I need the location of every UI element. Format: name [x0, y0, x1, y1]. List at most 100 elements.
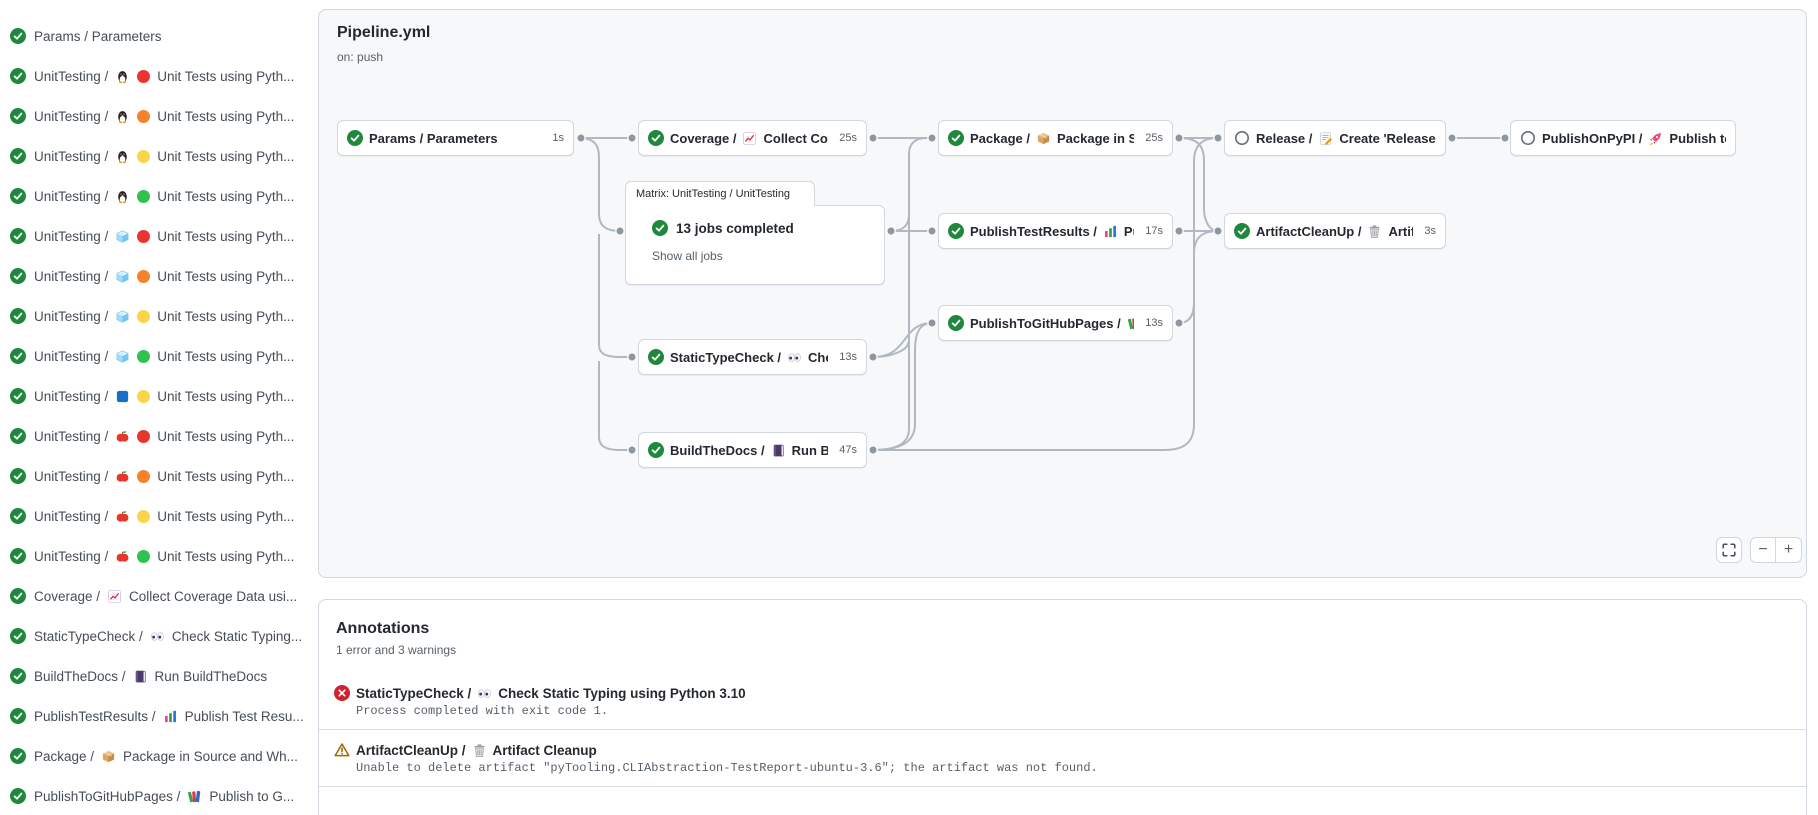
node-label: Package /Package in So... — [970, 131, 1134, 146]
sidebar-job-item[interactable]: UnitTesting /Unit Tests using Pyth... — [0, 136, 318, 176]
zoom-out-button[interactable]: − — [1750, 537, 1776, 563]
fullscreen-button[interactable] — [1716, 537, 1742, 563]
job-label: PublishToGitHubPages /Publish to G... — [34, 789, 294, 804]
label-text: Params / Parameters — [34, 28, 162, 44]
graph-node-publish-on-pypi[interactable]: PublishOnPyPI /Publish to ... — [1510, 120, 1736, 156]
label-text: PublishTestResults / — [970, 223, 1097, 239]
sidebar-job-item[interactable]: UnitTesting /Unit Tests using Pyth... — [0, 296, 318, 336]
sidebar-job-item[interactable]: Params / Parameters — [0, 16, 318, 56]
package-icon — [101, 749, 116, 764]
annotation-title: ArtifactCleanUp / Artifact Cleanup — [334, 742, 1782, 758]
sidebar-job-item[interactable]: PublishToGitHubPages /Publish to G... — [0, 776, 318, 815]
sidebar-job-item[interactable]: BuildTheDocs /Run BuildTheDocs — [0, 656, 318, 696]
graph-node-static-type-check[interactable]: StaticTypeCheck /Chec...13s — [638, 339, 867, 375]
label-text: Publish Test Resu... — [184, 708, 304, 724]
package-icon — [1036, 131, 1051, 146]
check-circle-icon — [948, 223, 964, 239]
rocket-icon — [1648, 131, 1663, 146]
sidebar-job-item[interactable]: UnitTesting /Unit Tests using Pyth... — [0, 376, 318, 416]
graph-node-build-the-docs[interactable]: BuildTheDocs /Run Buil...47s — [638, 432, 867, 468]
label-text: Package / — [34, 748, 95, 764]
book-icon — [771, 443, 786, 458]
job-label: UnitTesting /Unit Tests using Pyth... — [34, 149, 294, 164]
graph-node-package[interactable]: Package /Package in So...25s — [938, 120, 1173, 156]
label-text: Unit Tests using Pyth... — [157, 228, 295, 244]
sidebar-job-item[interactable]: UnitTesting / Unit Tests using Pyth... — [0, 536, 318, 576]
node-duration: 3s — [1424, 225, 1436, 237]
sidebar-job-item[interactable]: StaticTypeCheck /Check Static Typing... — [0, 616, 318, 656]
graph-node-release[interactable]: Release / Create 'Release P... — [1224, 120, 1446, 156]
graph-node-publish-test-results[interactable]: PublishTestResults /Pu...17s — [938, 213, 1173, 249]
label-text: Package / — [970, 130, 1030, 146]
label-text: Unit Tests using Pyth... — [157, 308, 295, 324]
os-cube-icon — [115, 309, 130, 324]
label-text: Create 'Release P... — [1339, 130, 1436, 146]
label-text: Unit Tests using Pyth... — [157, 548, 295, 564]
sidebar-job-item[interactable]: UnitTesting /Unit Tests using Pyth... — [0, 176, 318, 216]
book-icon — [133, 669, 148, 684]
sidebar-job-item[interactable]: UnitTesting /Unit Tests using Pyth... — [0, 96, 318, 136]
check-circle-icon — [10, 708, 26, 724]
check-circle-icon — [10, 308, 26, 324]
chart-up-icon — [107, 589, 122, 604]
check-circle-icon — [648, 349, 664, 365]
check-circle-icon — [10, 748, 26, 764]
show-all-jobs-link[interactable]: Show all jobs — [652, 249, 723, 263]
open-circle-icon — [1234, 130, 1250, 146]
sidebar-job-item[interactable]: UnitTesting /Unit Tests using Pyth... — [0, 336, 318, 376]
matrix-group-card[interactable]: 13 jobs completed Show all jobs — [625, 205, 885, 285]
check-circle-icon — [10, 268, 26, 284]
label-text: Release / — [1256, 130, 1313, 146]
check-circle-icon — [10, 68, 26, 84]
sidebar-job-item[interactable]: Coverage / Collect Coverage Data usi... — [0, 576, 318, 616]
check-circle-icon — [10, 388, 26, 404]
sidebar-job-item[interactable]: UnitTesting /Unit Tests using Pyth... — [0, 496, 318, 536]
label-text: UnitTesting / — [34, 268, 109, 284]
graph-node-coverage[interactable]: Coverage /Collect Cove...25s — [638, 120, 867, 156]
label-text: UnitTesting / — [34, 428, 109, 444]
check-circle-icon — [948, 130, 964, 146]
label-text: Artifact Cleanup — [492, 742, 597, 758]
graph-node-artifact-cleanup[interactable]: ArtifactCleanUp /Artifac...3s — [1224, 213, 1446, 249]
check-circle-icon — [10, 348, 26, 364]
label-text: Collect Coverage Data usi... — [129, 588, 298, 604]
job-label: PublishTestResults /Publish Test Resu... — [34, 709, 304, 724]
dot-yellow-icon — [137, 149, 151, 163]
os-cube-icon — [115, 229, 130, 244]
sidebar-job-item[interactable]: UnitTesting /Unit Tests using Pyth... — [0, 216, 318, 256]
label-text: Unit Tests using Pyth... — [157, 68, 295, 84]
check-circle-icon — [10, 588, 26, 604]
dot-red-icon — [137, 429, 151, 443]
books-icon — [187, 789, 202, 804]
label-text: UnitTesting / — [34, 148, 109, 164]
os-linux-icon — [115, 69, 130, 84]
zoom-in-button[interactable]: + — [1776, 537, 1802, 563]
graph-node-publish-to-github-pages[interactable]: PublishToGitHubPages /...13s — [938, 305, 1173, 341]
check-circle-icon — [1234, 223, 1250, 239]
label-text: UnitTesting / — [34, 508, 109, 524]
check-circle-icon — [10, 468, 26, 484]
label-text: UnitTesting / — [34, 188, 109, 204]
job-label: UnitTesting /Unit Tests using Pyth... — [34, 109, 294, 124]
sidebar-job-item[interactable]: UnitTesting /Unit Tests using Pyth... — [0, 416, 318, 456]
sidebar-job-item[interactable]: PublishTestResults /Publish Test Resu... — [0, 696, 318, 736]
annotation-detail: Unable to delete artifact "pyTooling.CLI… — [356, 761, 1098, 775]
bar-chart-icon — [163, 709, 178, 724]
sidebar-job-item[interactable]: UnitTesting /Unit Tests using Pyth... — [0, 256, 318, 296]
node-label: PublishTestResults /Pu... — [970, 224, 1134, 239]
label-text: Coverage / — [34, 588, 101, 604]
label-text: UnitTesting / — [34, 548, 109, 564]
sidebar-job-item[interactable]: Package /Package in Source and Wh... — [0, 736, 318, 776]
zoom-button-group: − + — [1750, 537, 1802, 563]
label-text: ArtifactCleanUp / — [356, 742, 466, 758]
dot-yellow-icon — [137, 389, 151, 403]
annotation-row-error[interactable]: StaticTypeCheck /Check Static Typing usi… — [319, 673, 1806, 730]
sidebar-job-item[interactable]: UnitTesting /Unit Tests using Pyth... — [0, 56, 318, 96]
dot-red-icon — [137, 229, 151, 243]
check-circle-icon — [10, 108, 26, 124]
sidebar-job-item[interactable]: UnitTesting /Unit Tests using Pyth... — [0, 456, 318, 496]
job-label: UnitTesting /Unit Tests using Pyth... — [34, 429, 294, 444]
